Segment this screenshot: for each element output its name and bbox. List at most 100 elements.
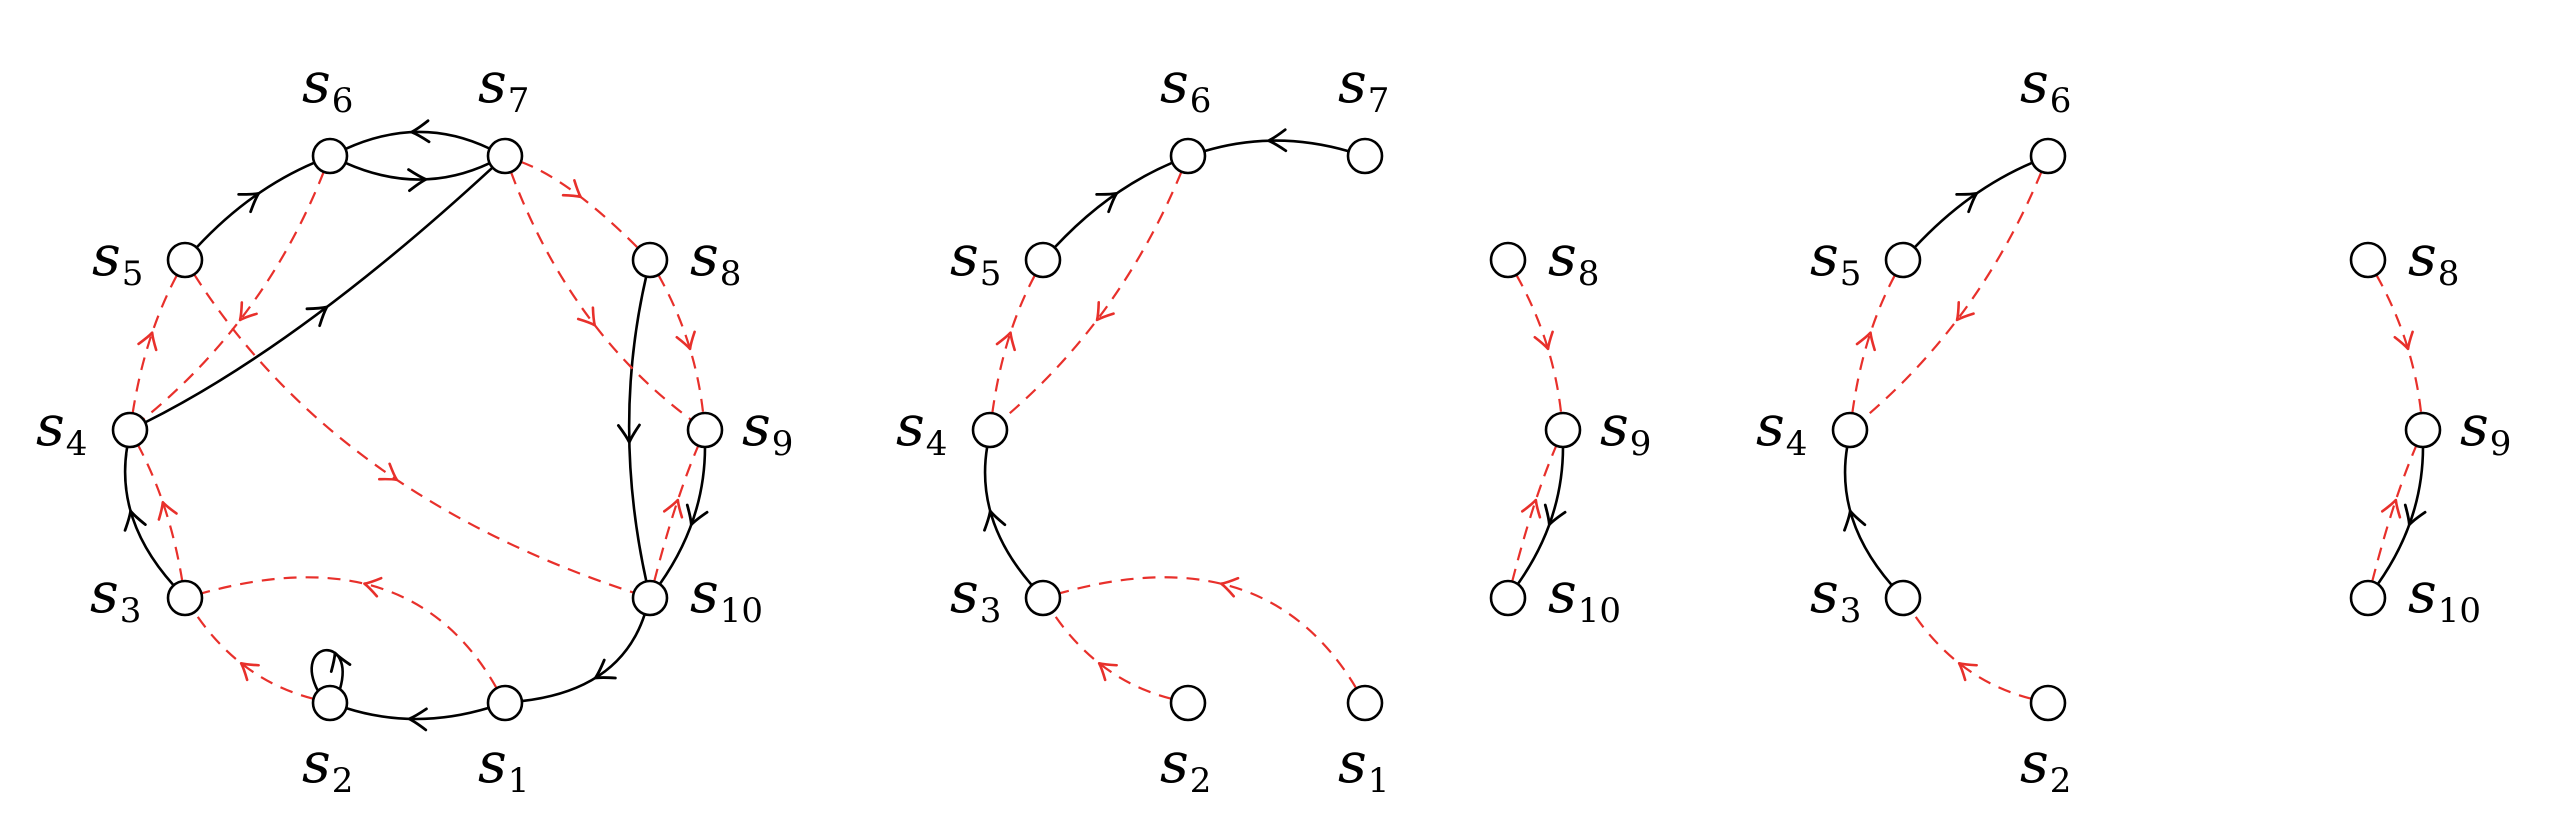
p3-node-s2: [2029, 684, 2067, 722]
p1-edge-s3-s4-dashed-arrow: [157, 500, 178, 521]
p3-node-s3: [1884, 579, 1922, 617]
p2-edge-s2-s3-dashed-arrow: [1097, 661, 1118, 682]
p1-node-s3: [166, 579, 204, 617]
p1-node-s6: [311, 137, 349, 175]
p2-label-s5: s5: [950, 224, 1001, 294]
p1-label-s9: s9: [742, 394, 793, 464]
p1-edge-s7-s6-solid: [344, 130, 491, 151]
p2-node-s4: [971, 411, 1009, 449]
p1-edge-s10-s9-dashed: [653, 445, 700, 582]
p2-label-s3: s3: [950, 561, 1001, 631]
p1-edge-s3-s4-dashed: [137, 444, 184, 582]
p1-edge-s6-s4-dashed-arrow: [238, 301, 258, 322]
p1-label-s5: s5: [92, 224, 143, 294]
p2-node-s2: [1169, 684, 1207, 722]
p2-edge-s10-s9-dashed-arrow: [1520, 498, 1542, 519]
p1-edge-s5-s6-solid-arrow: [237, 191, 261, 214]
p3-node-s5: [1884, 241, 1922, 279]
p2-label-s10: s10: [1548, 561, 1621, 631]
p2-edge-s10-s9-dashed: [1511, 445, 1558, 582]
p2-edge-s7-s6-solid: [1203, 139, 1350, 153]
p2-edge-s9-s10-solid: [1516, 446, 1565, 585]
p3-edge-s8-s9-dashed-arrow: [2393, 330, 2414, 351]
p3-edge-s9-s10-solid-arrow: [2403, 503, 2427, 527]
p3-edge-s2-s3-dashed: [1911, 611, 2032, 700]
p2-node-s1: [1346, 684, 1384, 722]
p1-edge-s9-s10-solid-arrow: [685, 503, 709, 527]
p3-node-s10: [2349, 579, 2387, 617]
p3-node-s8: [2349, 241, 2387, 279]
p1-edge-s8-s10-solid-arrow: [616, 423, 641, 444]
p1-edge-s7-s8-dashed-arrow: [561, 179, 582, 199]
p1-edge-s7-s9-dashed: [509, 171, 692, 421]
p3-edge-s8-s9-dashed: [2375, 274, 2423, 414]
p1-edge-s6-s4-dashed: [142, 171, 325, 421]
p2-edge-s9-s10-solid-arrow: [1543, 503, 1567, 527]
p1-edge-s1-s2-solid: [345, 706, 490, 721]
p1-edge-s3-s4-solid: [123, 446, 175, 587]
p1-label-s2: s2: [302, 731, 353, 801]
p1-edge-s2-s2-solid: [310, 648, 344, 692]
p1-edge-s8-s10-solid: [627, 276, 648, 582]
p1-edge-s7-s8-dashed: [520, 160, 639, 249]
p3-label-s10: s10: [2408, 561, 2481, 631]
p1-label-s3: s3: [90, 561, 141, 631]
p2-edge-s6-s4-dashed-arrow: [1095, 301, 1115, 322]
p1-edge-s6-s7-solid: [345, 161, 491, 181]
p1-edge-s9-s10-solid: [658, 446, 707, 585]
p2-label-s7: s7: [1338, 51, 1389, 121]
p3-edge-s4-s5-dashed-arrow: [1855, 331, 1876, 352]
p3-node-s6: [2029, 137, 2067, 175]
p3-edge-s5-s6-solid-arrow: [1955, 191, 1979, 214]
p1-edge-s1-s2-solid-arrow: [407, 707, 428, 732]
p2-label-s4: s4: [896, 394, 947, 464]
p3-edge-s10-s9-dashed-arrow: [2380, 498, 2402, 519]
p1-node-s1: [486, 684, 524, 722]
p2-edge-s5-s6-solid: [1053, 161, 1173, 249]
p2-edge-s8-s9-dashed-arrow: [1533, 330, 1554, 351]
p3-label-s4: s4: [1756, 394, 1807, 464]
p3-edge-s4-s5-dashed: [1851, 274, 1896, 414]
p1-node-s4: [111, 411, 149, 449]
p3-edge-s10-s9-dashed: [2371, 445, 2418, 582]
p1-edge-s1-s3-dashed: [201, 576, 498, 689]
p2-label-s6: s6: [1160, 51, 1211, 121]
p1-edge-s4-s7-solid-arrow: [305, 305, 329, 328]
p1-edge-s8-s9-dashed-arrow: [675, 330, 696, 351]
p2-edge-s3-s4-solid-arrow: [983, 509, 1007, 532]
p1-label-s10: s10: [690, 561, 763, 631]
p1-edge-s7-s9-dashed-arrow: [576, 306, 597, 327]
p1-node-s9: [686, 411, 724, 449]
p3-label-s3: s3: [1810, 561, 1861, 631]
p1-edge-s10-s1-solid: [521, 613, 646, 703]
p1-edge-s8-s9-dashed: [657, 274, 705, 414]
p2-node-s7: [1346, 137, 1384, 175]
p3-node-s4: [1831, 411, 1869, 449]
p1-edge-s4-s7-solid: [144, 166, 494, 424]
p1-edge-s10-s9-dashed-arrow: [662, 498, 684, 519]
p1-label-s7: s7: [478, 51, 529, 121]
p2-label-s8: s8: [1548, 224, 1599, 294]
p3-edge-s3-s4-solid: [1843, 446, 1893, 587]
p2-node-s6: [1169, 137, 1207, 175]
p2-node-s10: [1489, 579, 1527, 617]
p2-node-s8: [1489, 241, 1527, 279]
p1-edge-s6-s7-solid-arrow: [407, 168, 428, 193]
p1-edge-s2-s3-dashed-arrow: [239, 661, 260, 682]
p3-label-s8: s8: [2408, 224, 2459, 294]
p2-node-s5: [1024, 241, 1062, 279]
p1-edge-s2-s2-solid-arrow: [329, 651, 352, 673]
p3-edge-s3-s4-solid-arrow: [1843, 509, 1867, 532]
p2-label-s9: s9: [1600, 394, 1651, 464]
p3-edge-s6-s4-dashed-arrow: [1955, 301, 1975, 322]
p1-edge-s5-s6-solid: [195, 161, 315, 249]
p1-edge-s3-s4-solid-arrow: [123, 509, 147, 532]
p1-edge-s1-s3-dashed-arrow: [363, 576, 383, 598]
p1-node-s5: [166, 241, 204, 279]
nodes-layer: [111, 137, 2442, 722]
p2-edge-s4-s5-dashed: [991, 274, 1036, 414]
p3-edge-s9-s10-solid: [2376, 446, 2425, 585]
p2-edge-s8-s9-dashed: [1515, 274, 1563, 414]
p2-edge-s2-s3-dashed: [1051, 611, 1172, 700]
